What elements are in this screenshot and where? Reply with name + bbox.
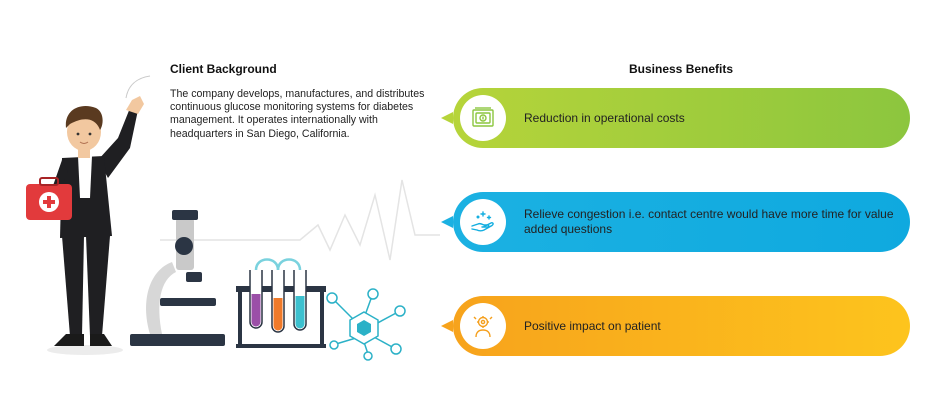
money-icon: [472, 107, 494, 127]
doctor-lab-illustration: [26, 75, 440, 361]
pointer-arrow: [441, 112, 453, 124]
benefit-item-patient-impact: Positive impact on patient: [441, 296, 910, 356]
benefit-label: Reduction in operational costs: [524, 110, 685, 125]
benefit-item-cost-reduction: Reduction in operational costs: [441, 88, 910, 148]
benefit-item-relieve-congestion: Relieve congestion i.e. contact centre w…: [441, 192, 910, 252]
pointer-arrow: [441, 216, 453, 228]
medical-kit-icon: [26, 177, 72, 220]
pointer-arrow: [441, 320, 453, 332]
molecule-icon: [326, 288, 406, 361]
test-tubes-icon: [236, 258, 326, 348]
benefit-icon-badge: [460, 303, 506, 349]
benefit-icon-badge: [460, 95, 506, 141]
client-background-heading: Client Background: [170, 62, 277, 76]
benefit-icon-badge: [460, 199, 506, 245]
hand-sparkle-icon: [471, 211, 494, 232]
pulse-line-icon: [160, 179, 440, 261]
business-benefits-heading: Business Benefits: [629, 62, 734, 76]
client-background-text: The company develops, manufactures, and …: [170, 88, 425, 140]
benefit-label: Relieve congestion i.e. contact centre w…: [524, 207, 894, 236]
doctor-figure-icon: [48, 96, 144, 346]
person-gear-icon: [473, 316, 493, 338]
benefit-label: Positive impact on patient: [524, 318, 661, 333]
microscope-icon: [130, 210, 225, 346]
